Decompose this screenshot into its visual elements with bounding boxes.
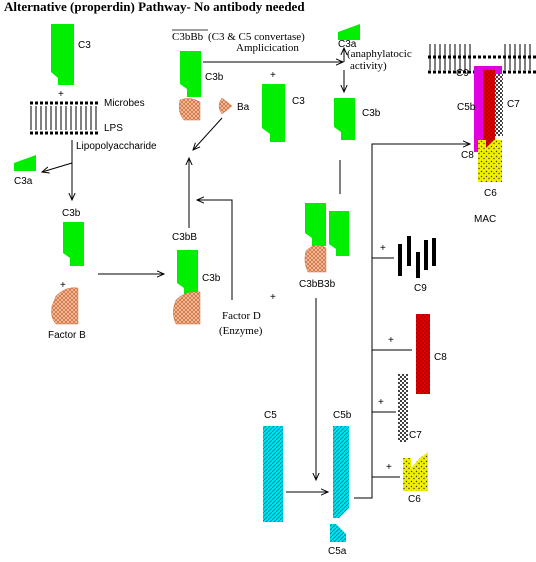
plus-sign: + (386, 462, 392, 473)
c3bb3b-bb-shape (304, 244, 327, 273)
c7-protein-shape (398, 374, 408, 442)
c9-label: C9 (414, 283, 427, 294)
c3bb-label: C3bB (172, 232, 197, 243)
c3b-right-shape (334, 98, 355, 140)
mac-c5b-shape (474, 74, 484, 152)
c5-label: C5 (264, 410, 277, 421)
c3a-top-label: C3a (338, 39, 357, 50)
mac-c9-label: C9 (456, 68, 469, 79)
microbes-label: Microbes (104, 98, 145, 109)
diagram-title: Alternative (properdin) Pathway- No anti… (4, 0, 305, 14)
anaphylatoxic-label: (anaphylatocic (347, 48, 412, 60)
c3bb-factor-b-shape (173, 291, 201, 325)
ba-fragment-shape (218, 97, 233, 115)
mac-c6-shape (478, 140, 502, 182)
amplication-label: Amplicication (236, 42, 299, 54)
factor-d-label: Factor D (222, 310, 261, 322)
c3b-mid-label: C3b (205, 72, 224, 83)
c6-label: C6 (408, 494, 421, 505)
spacer (206, 82, 265, 128)
c5-protein-shape (263, 426, 283, 522)
plus-sign: + (388, 335, 394, 346)
ba-label: Ba (237, 102, 250, 113)
c5a-label: C5a (328, 546, 347, 557)
c5b-protein-shape (333, 426, 349, 518)
c5a-fragment-shape (330, 524, 346, 542)
c3bbb-c3b-shape (180, 51, 201, 97)
plus-sign: + (58, 89, 64, 100)
c3bb3b-c3b-shape (305, 203, 326, 246)
c3b-left-shape (63, 222, 84, 266)
c8-label: C8 (434, 352, 447, 363)
c3a-left-label: C3a (14, 176, 33, 187)
mac-label: MAC (474, 214, 496, 225)
mac-c5b-label: C5b (457, 102, 476, 113)
plus-sign: + (378, 397, 384, 408)
mac-c8-label: C8 (461, 150, 474, 161)
convertase-label: (C3 & C5 convertase) (208, 31, 305, 43)
arrow-to-c3a (42, 162, 73, 172)
microbe-membrane (30, 101, 100, 135)
factor-b-shape (51, 287, 79, 325)
c3a-fragment-shape (14, 155, 36, 171)
mac-c7-shape (493, 74, 503, 136)
plus-sign: + (60, 280, 66, 291)
mac-c6-label: C6 (484, 188, 497, 199)
c6-protein-shape (403, 452, 428, 491)
activity-label: activity) (350, 60, 387, 72)
arrow-factor-d (197, 200, 233, 300)
c3-mid-shape (262, 84, 285, 142)
plus-sign: + (270, 70, 276, 81)
c5b-label: C5b (333, 410, 352, 421)
c3-protein-shape (51, 24, 74, 85)
plus-sign: + (270, 292, 276, 303)
assembly-line (354, 144, 470, 499)
plus-sign: + (380, 243, 386, 254)
c3bb3b-label: C3bB3b (299, 279, 336, 290)
c3bb3b-c3b2-shape (329, 211, 349, 256)
c3b-right-label: C3b (362, 108, 381, 119)
c3a-top-shape (338, 24, 360, 40)
c3bbb-bb-shape (178, 98, 201, 121)
arrow-back-to-c3bbb (193, 117, 223, 150)
mac-c8-shape (483, 70, 495, 162)
c3-mid-label: C3 (292, 96, 305, 107)
mac-membrane (428, 44, 536, 74)
c3b-left-label: C3b (62, 208, 81, 219)
lps-label: LPS (104, 123, 123, 134)
c3bbb-label: C3bBb (172, 31, 204, 43)
lipopolyaccharide-label: Lipopolyaccharide (76, 141, 157, 152)
c9-protein-shape (398, 236, 436, 278)
c3bb-c3b-shape (177, 250, 198, 296)
c8-protein-shape (416, 314, 430, 394)
c3-label: C3 (78, 40, 91, 51)
c3b-mid2-label: C3b (202, 273, 221, 284)
factor-b-label: Factor B (48, 330, 86, 341)
c7-label: C7 (409, 430, 422, 441)
enzyme-label: (Enzyme) (219, 325, 263, 337)
mac-c7-label: C7 (507, 99, 520, 110)
